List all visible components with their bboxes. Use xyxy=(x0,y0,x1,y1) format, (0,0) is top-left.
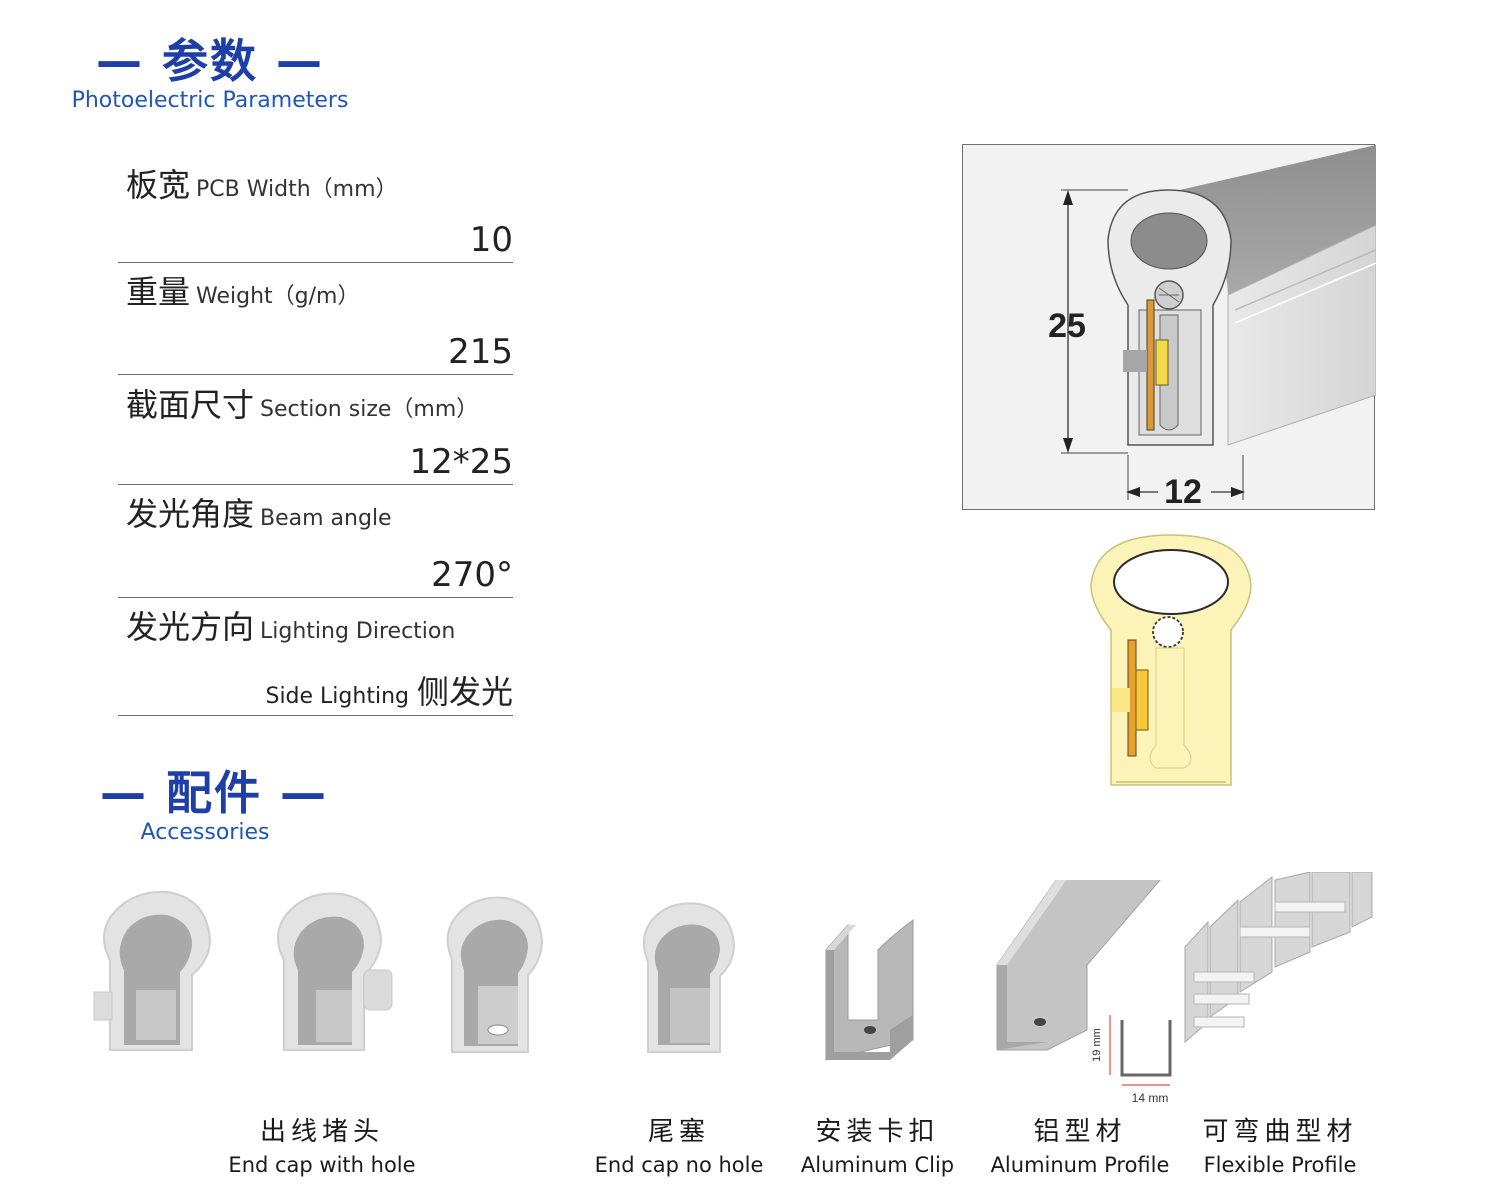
params-section-header: — 参数 — Photoelectric Parameters xyxy=(70,34,350,114)
accessory-name-en: End cap with hole xyxy=(228,1153,416,1177)
neon-profile-3d-illustration: 25 12 xyxy=(1048,145,1377,511)
params-title-en: Photoelectric Parameters xyxy=(71,88,349,113)
accessory-name-en: End cap no hole xyxy=(594,1153,764,1177)
end-cap-bottom-outlet-icon xyxy=(446,896,544,1053)
param-value: 10 xyxy=(469,220,513,260)
aluminum-profile-icon: 19 mm 14 mm xyxy=(996,871,1172,1105)
param-label-cn: 重量 xyxy=(126,273,191,311)
width-label: 12 xyxy=(1164,473,1202,511)
accessory-label-aluminum-profile: 铝型材 Aluminum Profile xyxy=(980,1114,1180,1180)
param-value: 12*25 xyxy=(409,442,513,482)
lit-oval-channel xyxy=(1113,549,1229,615)
profile-side-line xyxy=(1234,249,1377,311)
param-value: Side Lighting 侧发光 xyxy=(265,667,513,713)
lit-led-chip xyxy=(1135,669,1149,731)
lit-screw xyxy=(1152,616,1184,648)
height-label: 25 xyxy=(1048,307,1086,345)
param-label-en: PCB Width（mm） xyxy=(196,177,398,202)
flexible-profile-icon xyxy=(1184,871,1373,1044)
end-cap-with-hole-bottom-image xyxy=(440,880,550,1064)
end-cap-closed-icon xyxy=(642,902,736,1053)
pcb-strip xyxy=(1146,299,1155,431)
param-label-en: Beam angle xyxy=(260,506,392,531)
arrow-right-icon xyxy=(1231,487,1245,497)
profile-top-surface xyxy=(1158,145,1376,295)
accessories-title-cn: — 配件 — xyxy=(100,766,329,820)
accessory-label-flexible-profile: 可弯曲型材 Flexible Profile xyxy=(1190,1114,1370,1180)
accessory-name-cn: 可弯曲型材 xyxy=(1202,1117,1358,1147)
profile-width-label: 14 mm xyxy=(1132,1091,1169,1105)
param-value-cn: 侧发光 xyxy=(416,673,513,711)
aluminum-clip-image xyxy=(818,880,928,1074)
lit-center-web xyxy=(1149,647,1192,769)
param-value-en: Side Lighting xyxy=(265,684,409,709)
param-label-cn: 截面尺寸 xyxy=(126,386,255,424)
accessories-section-header: — 配件 — Accessories xyxy=(100,766,329,846)
param-value: 270° xyxy=(431,555,513,595)
arrow-left-icon xyxy=(1126,487,1140,497)
param-label-cn: 发光角度 xyxy=(126,495,255,533)
lit-window xyxy=(1112,688,1130,712)
aluminum-clip-icon xyxy=(825,918,914,1061)
accessory-name-cn: 出线堵头 xyxy=(259,1117,384,1147)
aluminum-profile-image: 19 mm 14 mm xyxy=(992,871,1177,1114)
end-cap-no-hole-image xyxy=(634,880,744,1064)
param-label-cn: 板宽 xyxy=(126,166,191,204)
cross-section-diagram: 25 12 xyxy=(962,144,1377,511)
profile-oval-channel xyxy=(1130,212,1208,270)
accessory-name-en: Aluminum Clip xyxy=(800,1153,955,1177)
param-label-en: Weight（g/m） xyxy=(196,284,360,309)
end-cap-rear-outlet-icon xyxy=(277,892,393,1051)
end-cap-side-outlet-icon xyxy=(93,890,212,1051)
profile-height-label: 19 mm xyxy=(1091,1028,1103,1062)
end-cap-with-hole-side-image xyxy=(92,880,222,1064)
flexible-profile-image xyxy=(1180,871,1375,1051)
lit-profile-illustration xyxy=(1090,534,1252,786)
accessories-title-en: Accessories xyxy=(140,820,270,845)
accessory-name-cn: 安装卡扣 xyxy=(815,1117,940,1147)
accessory-name-en: Aluminum Profile xyxy=(990,1153,1170,1177)
accessory-label-end-cap-with-hole: 出线堵头 End cap with hole xyxy=(222,1114,422,1180)
param-label-en: Lighting Direction xyxy=(260,619,456,644)
led-chip xyxy=(1155,339,1169,386)
glow-cross-section xyxy=(1086,530,1256,790)
param-label-cn: 发光方向 xyxy=(126,608,255,646)
light-window xyxy=(1123,350,1147,372)
params-title-cn: — 参数 — xyxy=(95,34,325,88)
end-cap-with-hole-back-image xyxy=(266,880,401,1064)
profile-cross-section-drawing xyxy=(1120,1020,1172,1077)
accessory-name-cn: 尾塞 xyxy=(647,1117,710,1147)
accessory-label-end-cap-no-hole: 尾塞 End cap no hole xyxy=(584,1114,774,1180)
accessory-name-cn: 铝型材 xyxy=(1033,1117,1127,1147)
arrow-down-icon xyxy=(1063,438,1073,453)
param-label-en: Section size（mm） xyxy=(260,397,479,422)
accessory-label-aluminum-clip: 安装卡扣 Aluminum Clip xyxy=(790,1114,965,1180)
param-value: 215 xyxy=(448,332,513,372)
profile-side-line xyxy=(1234,262,1377,324)
arrow-up-icon xyxy=(1063,190,1073,205)
accessory-name-en: Flexible Profile xyxy=(1203,1153,1357,1177)
